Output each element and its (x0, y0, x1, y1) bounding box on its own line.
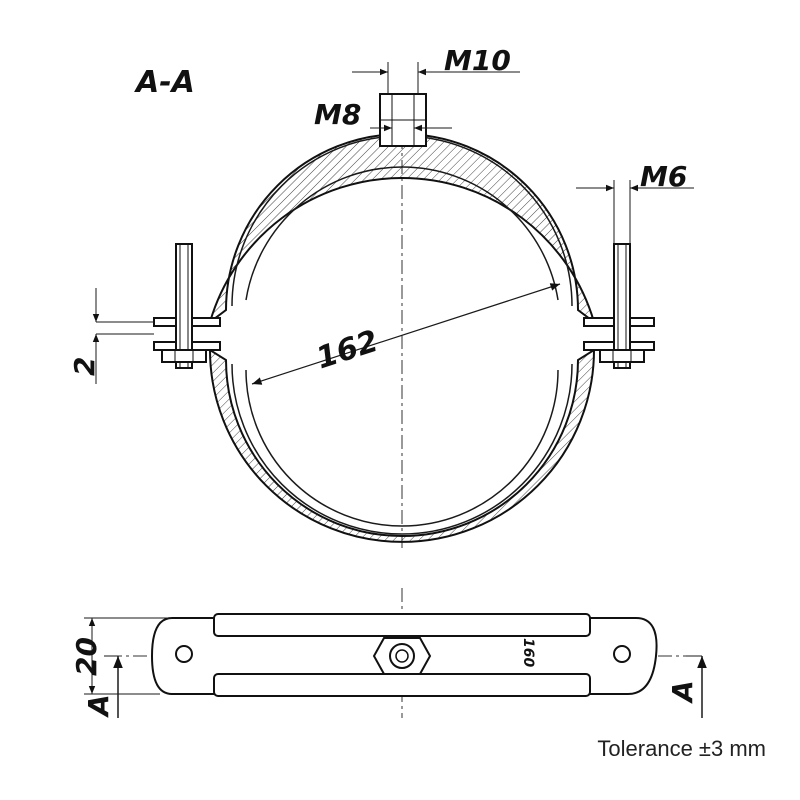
clamp-section-view: A-A M10 M8 M6 162 2 (68, 44, 694, 548)
stamp-label: 160 (520, 638, 536, 667)
diameter-label: 162 (312, 324, 382, 377)
m6-label: M6 (640, 160, 687, 193)
section-label: A-A (134, 65, 195, 100)
right-bolt (599, 243, 645, 369)
upper-clamp-band (208, 133, 596, 325)
gap-label: 2 (68, 357, 101, 376)
cut-right-label: A (666, 680, 699, 704)
strap-plan-view: 160 20 A A (70, 588, 707, 718)
right-hole (613, 645, 631, 663)
lower-rubber-strip (213, 673, 591, 697)
left-bolt (161, 243, 207, 369)
top-nut (379, 93, 427, 147)
upper-rubber-strip (213, 613, 591, 637)
left-hole (175, 645, 193, 663)
m8-label: M8 (314, 98, 361, 131)
tolerance-note: Tolerance ±3 mm (597, 736, 766, 761)
m10-label: M10 (444, 44, 511, 77)
diameter-dimension-line (251, 283, 561, 385)
cut-left-label: A (82, 694, 115, 718)
width-label: 20 (70, 637, 103, 676)
